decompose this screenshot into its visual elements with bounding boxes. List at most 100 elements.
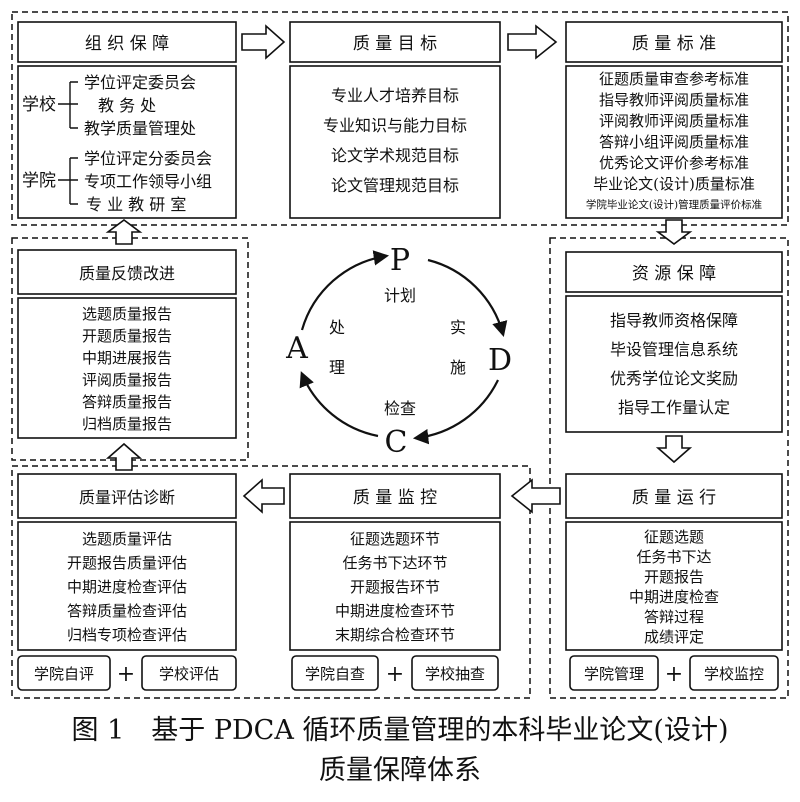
figure-caption-line1: 图 1 基于 PDCA 循环质量管理的本科毕业论文(设计)	[71, 715, 729, 746]
arrow-left-icon	[510, 478, 561, 514]
org-title: 组 织 保 障	[85, 34, 169, 54]
eva-item: 开题报告质量评估	[67, 554, 187, 572]
org-school-item: 学位评定委员会	[84, 73, 196, 92]
group-bottom-dashed	[11, 465, 531, 699]
block-eva: 质量评估诊断 选题质量评估 开题报告质量评估 中期进度检查评估 答辩质量检查评估…	[17, 473, 237, 691]
cycle-label-c: C	[385, 425, 408, 460]
run-item: 成绩评定	[644, 628, 704, 646]
fb-item: 开题质量报告	[82, 327, 172, 345]
cycle-plan-text: 计划	[384, 286, 416, 305]
run-item: 答辩过程	[644, 608, 704, 626]
res-title: 资 源 保 障	[632, 264, 716, 284]
org-school-item: 教 务 处	[98, 96, 156, 115]
eva-item: 选题质量评估	[82, 530, 172, 548]
std-item: 优秀论文评价参考标准	[599, 154, 749, 172]
goal-item: 论文管理规范目标	[331, 176, 459, 195]
arrow-up-icon	[105, 442, 143, 471]
cycle-check-text: 检查	[384, 399, 416, 418]
org-school-brace	[58, 81, 78, 129]
cycle-label-a: A	[285, 331, 308, 366]
arrow-down-icon	[655, 219, 693, 245]
cycle-label-d: D	[488, 343, 512, 378]
cycle-label-p: P	[390, 243, 410, 278]
org-school-label: 学校	[22, 95, 56, 115]
eva-item: 中期进度检查评估	[67, 578, 187, 596]
mon-title: 质 量 监 控	[353, 488, 437, 508]
org-college-brace	[58, 157, 78, 205]
cycle-arrow-p-to-d	[427, 258, 508, 337]
block-goal: 质 量 目 标 专业人才培养目标 专业知识与能力目标 论文学术规范目标 论文管理…	[289, 21, 501, 219]
res-item: 指导工作量认定	[618, 398, 730, 417]
cycle-do-text: 实	[450, 318, 466, 337]
mon-item: 开题报告环节	[350, 578, 440, 596]
group-top-dashed	[11, 11, 789, 226]
plus-sign: +	[386, 662, 404, 687]
block-mon: 质 量 监 控 征题选题环节 任务书下达环节 开题报告环节 中期进度检查环节 末…	[289, 473, 501, 691]
run-item: 征题选题	[644, 528, 704, 546]
std-item: 征题质量审查参考标准	[599, 70, 749, 88]
org-college-item: 学位评定分委员会	[84, 149, 212, 168]
mon-item: 末期综合检查环节	[335, 626, 455, 644]
arrow-up-icon	[105, 219, 143, 245]
std-title: 质 量 标 准	[632, 34, 716, 54]
fb-item: 答辩质量报告	[82, 393, 172, 411]
eva-title: 质量评估诊断	[79, 488, 175, 507]
run-sub-right: 学校监控	[704, 665, 764, 683]
arrow-left-icon	[242, 478, 285, 514]
std-item: 答辩小组评阅质量标准	[599, 133, 749, 151]
cycle-act-text: 理	[329, 358, 345, 377]
mon-sub-right: 学校抽查	[425, 665, 485, 683]
mon-item: 征题选题环节	[350, 530, 440, 548]
eva-item: 归档专项检查评估	[67, 626, 187, 644]
goal-title: 质 量 目 标	[353, 34, 437, 54]
arrow-right-icon	[241, 24, 286, 60]
goal-item: 专业人才培养目标	[331, 86, 459, 105]
std-item: 学院毕业论文(设计)管理质量评价标准	[586, 198, 762, 211]
cycle-do-text: 施	[450, 358, 466, 377]
fb-item: 归档质量报告	[82, 415, 172, 433]
org-college-label: 学院	[22, 171, 56, 191]
std-item: 指导教师评阅质量标准	[599, 91, 749, 109]
block-fb: 质量反馈改进 选题质量报告 开题质量报告 中期进展报告 评阅质量报告 答辩质量报…	[17, 249, 237, 439]
group-right-dashed	[549, 237, 789, 699]
res-item: 优秀学位论文奖励	[610, 369, 738, 388]
plus-sign: +	[665, 662, 683, 687]
fb-item: 中期进展报告	[82, 349, 172, 367]
arrow-down-icon	[655, 435, 693, 464]
block-org: 组 织 保 障 学校 学院 学位评定委员会 教 务 处 教学质量管理处 学位评定…	[17, 21, 237, 219]
run-item: 中期进度检查	[629, 588, 719, 606]
fb-title: 质量反馈改进	[79, 264, 175, 283]
arrow-right-icon	[507, 24, 558, 60]
goal-item: 专业知识与能力目标	[323, 116, 467, 135]
block-run: 质 量 运 行 征题选题 任务书下达 开题报告 中期进度检查 答辩过程 成绩评定…	[565, 473, 783, 691]
cycle-act-text: 处	[329, 318, 345, 337]
run-sub-left: 学院管理	[584, 665, 644, 683]
run-item: 任务书下达	[636, 548, 711, 566]
pdca-cycle: P D C A 计划 实 施 检查 处 理	[285, 243, 512, 460]
cycle-arrow-d-to-c	[412, 379, 499, 445]
plus-sign: +	[117, 662, 135, 687]
block-res: 资 源 保 障 指导教师资格保障 毕设管理信息系统 优秀学位论文奖励 指导工作量…	[565, 251, 783, 433]
mon-item: 任务书下达环节	[342, 554, 447, 572]
block-std: 质 量 标 准 征题质量审查参考标准 指导教师评阅质量标准 评阅教师评阅质量标准…	[565, 21, 783, 219]
mon-item: 中期进度检查环节	[335, 602, 455, 620]
res-item: 指导教师资格保障	[610, 311, 738, 330]
res-item: 毕设管理信息系统	[610, 340, 738, 359]
std-item: 毕业论文(设计)质量标准	[593, 175, 755, 193]
org-school-item: 教学质量管理处	[84, 119, 196, 138]
eva-sub-right: 学校评估	[159, 665, 219, 683]
fb-item: 评阅质量报告	[82, 371, 172, 389]
run-title: 质 量 运 行	[632, 488, 716, 508]
figure-caption-line2: 质量保障体系	[319, 755, 481, 786]
fb-item: 选题质量报告	[82, 305, 172, 323]
org-college-item: 专项工作领导小组	[84, 172, 212, 191]
pdca-diagram: 组 织 保 障 学校 学院 学位评定委员会 教 务 处 教学质量管理处 学位评定…	[11, 11, 789, 699]
cycle-arrow-a-to-p	[300, 250, 390, 331]
eva-sub-left: 学院自评	[34, 665, 94, 683]
cycle-arrow-c-to-a	[299, 371, 379, 438]
org-college-item: 专 业 教 研 室	[86, 195, 186, 214]
eva-item: 答辩质量检查评估	[67, 602, 187, 620]
std-item: 评阅教师评阅质量标准	[599, 112, 749, 130]
mon-sub-left: 学院自查	[305, 665, 365, 683]
goal-item: 论文学术规范目标	[331, 146, 459, 165]
